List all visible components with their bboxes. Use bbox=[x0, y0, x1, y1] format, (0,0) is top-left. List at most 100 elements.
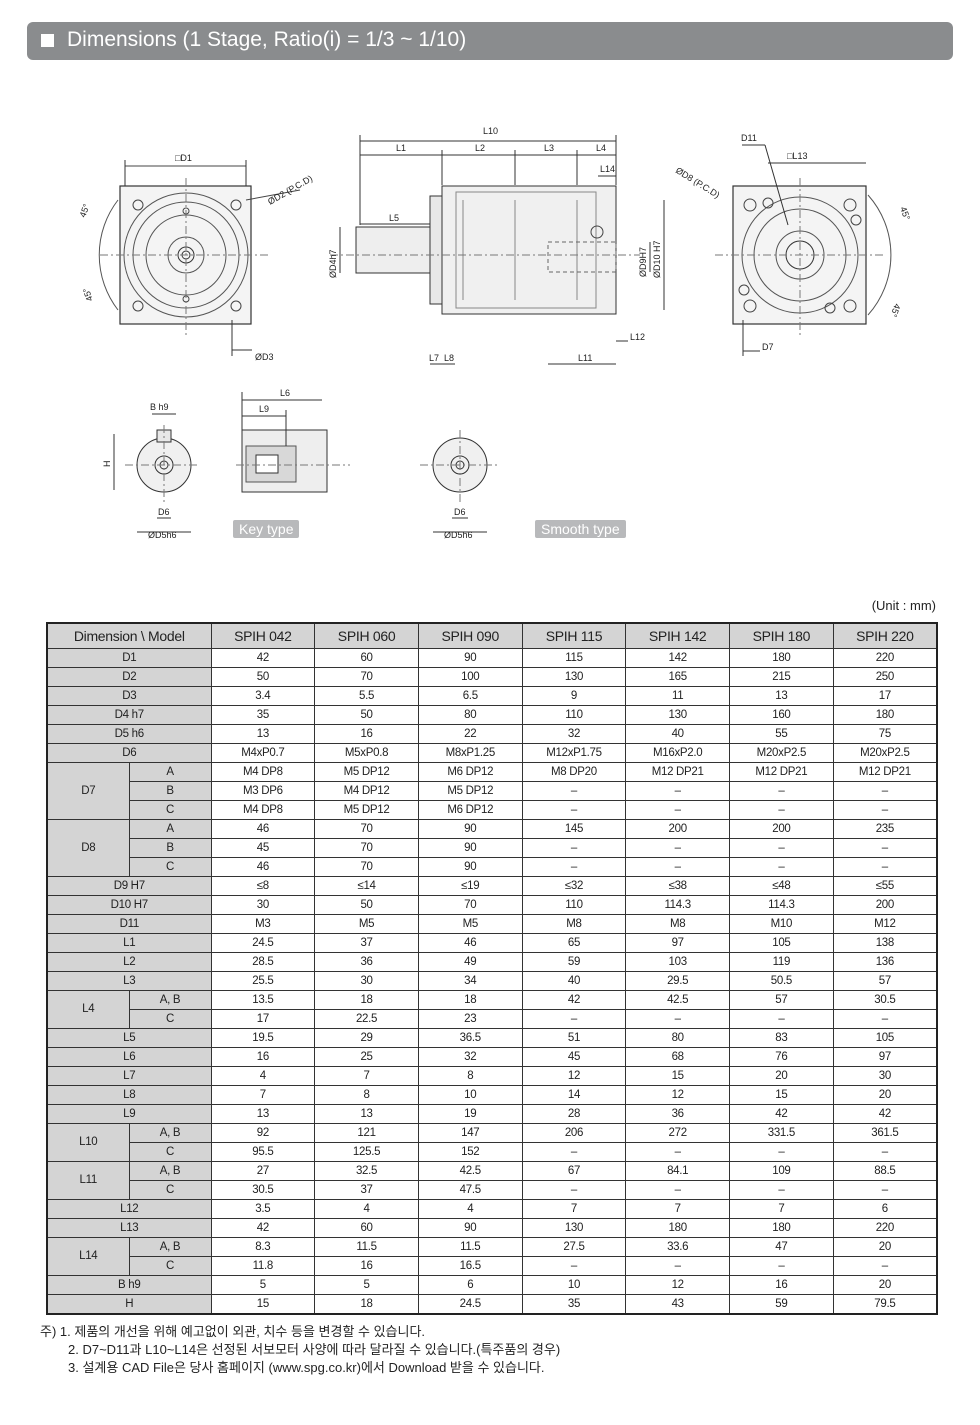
table-cell: 12 bbox=[625, 1085, 731, 1105]
row-group-label: L11 bbox=[46, 1161, 130, 1200]
row-group-label: D7 bbox=[46, 762, 130, 820]
table-cell: 51 bbox=[521, 1028, 627, 1048]
table-cell: 36 bbox=[314, 952, 419, 972]
table-cell: 250 bbox=[832, 667, 938, 687]
table-cell: 15 bbox=[210, 1294, 316, 1315]
table-cell: 34 bbox=[417, 971, 523, 991]
row-label: D1 bbox=[46, 648, 212, 668]
table-cell: 7 bbox=[210, 1085, 316, 1105]
dim-l11-label: L11 bbox=[578, 353, 592, 363]
table-cell: 32.5 bbox=[314, 1161, 419, 1181]
table-cell: 30 bbox=[314, 971, 419, 991]
table-cell: 50 bbox=[210, 667, 316, 687]
table-cell: 90 bbox=[417, 819, 523, 839]
row-group-label: D8 bbox=[46, 819, 130, 877]
table-cell: 45 bbox=[521, 1047, 627, 1067]
dim-l7-label: L7 bbox=[429, 353, 439, 363]
table-cell: 97 bbox=[832, 1047, 938, 1067]
table-cell: 220 bbox=[832, 648, 938, 668]
row-label: D11 bbox=[46, 914, 212, 934]
table-cell: – bbox=[521, 1256, 627, 1276]
table-cell: ≤14 bbox=[314, 876, 419, 896]
table-cell: 8 bbox=[314, 1085, 419, 1105]
table-cell: 3.5 bbox=[210, 1199, 316, 1219]
table-cell: 15 bbox=[729, 1085, 834, 1105]
table-cell: 92 bbox=[210, 1123, 316, 1143]
table-cell: – bbox=[832, 857, 938, 877]
table-cell: M16xP2.0 bbox=[625, 743, 731, 763]
dim-l14-label: L14 bbox=[600, 164, 615, 174]
dim-l4-label: L4 bbox=[596, 143, 606, 153]
table-cell: 83 bbox=[729, 1028, 834, 1048]
table-cell: 47 bbox=[729, 1237, 834, 1257]
table-cell: 70 bbox=[314, 838, 419, 858]
table-cell: 90 bbox=[417, 857, 523, 877]
table-cell: M20xP2.5 bbox=[832, 743, 938, 763]
table-cell: 16 bbox=[314, 724, 419, 744]
row-sub-label: A bbox=[128, 762, 212, 782]
row-sub-label: A, B bbox=[128, 1123, 212, 1143]
table-cell: 76 bbox=[729, 1047, 834, 1067]
table-header-model: SPIH 180 bbox=[729, 622, 834, 649]
table-cell: 138 bbox=[832, 933, 938, 953]
table-cell: – bbox=[729, 1256, 834, 1276]
table-cell: M4 DP12 bbox=[314, 781, 419, 801]
table-cell: 28.5 bbox=[210, 952, 316, 972]
smooth-type-detail: D6 ØD5h6 bbox=[420, 430, 500, 540]
table-cell: 55 bbox=[729, 724, 834, 744]
table-cell: 65 bbox=[521, 933, 627, 953]
row-label: L7 bbox=[46, 1066, 212, 1086]
table-cell: 30 bbox=[210, 895, 316, 915]
row-label: L5 bbox=[46, 1028, 212, 1048]
table-cell: 75 bbox=[832, 724, 938, 744]
table-cell: 272 bbox=[625, 1123, 731, 1143]
table-cell: – bbox=[729, 838, 834, 858]
table-cell: M5 bbox=[417, 914, 523, 934]
table-cell: – bbox=[832, 1180, 938, 1200]
table-cell: M8 bbox=[521, 914, 627, 934]
dim-l12-label: L12 bbox=[630, 332, 645, 342]
dim-l2-label: L2 bbox=[475, 143, 485, 153]
table-cell: 23 bbox=[417, 1009, 523, 1029]
table-cell: 84.1 bbox=[625, 1161, 731, 1181]
table-cell: 3.4 bbox=[210, 686, 316, 706]
table-header-model: SPIH 042 bbox=[210, 622, 316, 649]
table-cell: 130 bbox=[521, 667, 627, 687]
table-cell: 24.5 bbox=[417, 1294, 523, 1315]
table-cell: – bbox=[521, 781, 627, 801]
key-type-badge: Key type bbox=[233, 520, 300, 538]
table-cell: 7 bbox=[314, 1066, 419, 1086]
table-cell: 180 bbox=[832, 705, 938, 725]
table-cell: 18 bbox=[314, 1294, 419, 1315]
table-cell: 80 bbox=[625, 1028, 731, 1048]
table-cell: 130 bbox=[625, 705, 731, 725]
table-cell: 11.8 bbox=[210, 1256, 316, 1276]
angle-label-a: 45° bbox=[77, 202, 91, 219]
row-sub-label: C bbox=[128, 1180, 212, 1200]
dim-d7-label: D7 bbox=[762, 342, 774, 352]
table-cell: 331.5 bbox=[729, 1123, 834, 1143]
dim-l1-label: L1 bbox=[396, 143, 406, 153]
table-cell: 17 bbox=[210, 1009, 316, 1029]
table-cell: – bbox=[625, 800, 731, 820]
table-cell: 35 bbox=[521, 1294, 627, 1315]
key-type-detail: B h9 H D6 ØD5h6 L6 L9 bbox=[102, 388, 350, 540]
table-cell: 24.5 bbox=[210, 933, 316, 953]
table-cell: – bbox=[521, 857, 627, 877]
table-cell: 105 bbox=[832, 1028, 938, 1048]
table-cell: – bbox=[625, 838, 731, 858]
table-cell: M12 DP21 bbox=[625, 762, 731, 782]
dim-l9-label: L9 bbox=[259, 404, 269, 414]
table-cell: 200 bbox=[832, 895, 938, 915]
table-cell: 121 bbox=[314, 1123, 419, 1143]
table-cell: 180 bbox=[729, 1218, 834, 1238]
table-cell: M4xP0.7 bbox=[210, 743, 316, 763]
table-cell: 42.5 bbox=[625, 990, 731, 1010]
